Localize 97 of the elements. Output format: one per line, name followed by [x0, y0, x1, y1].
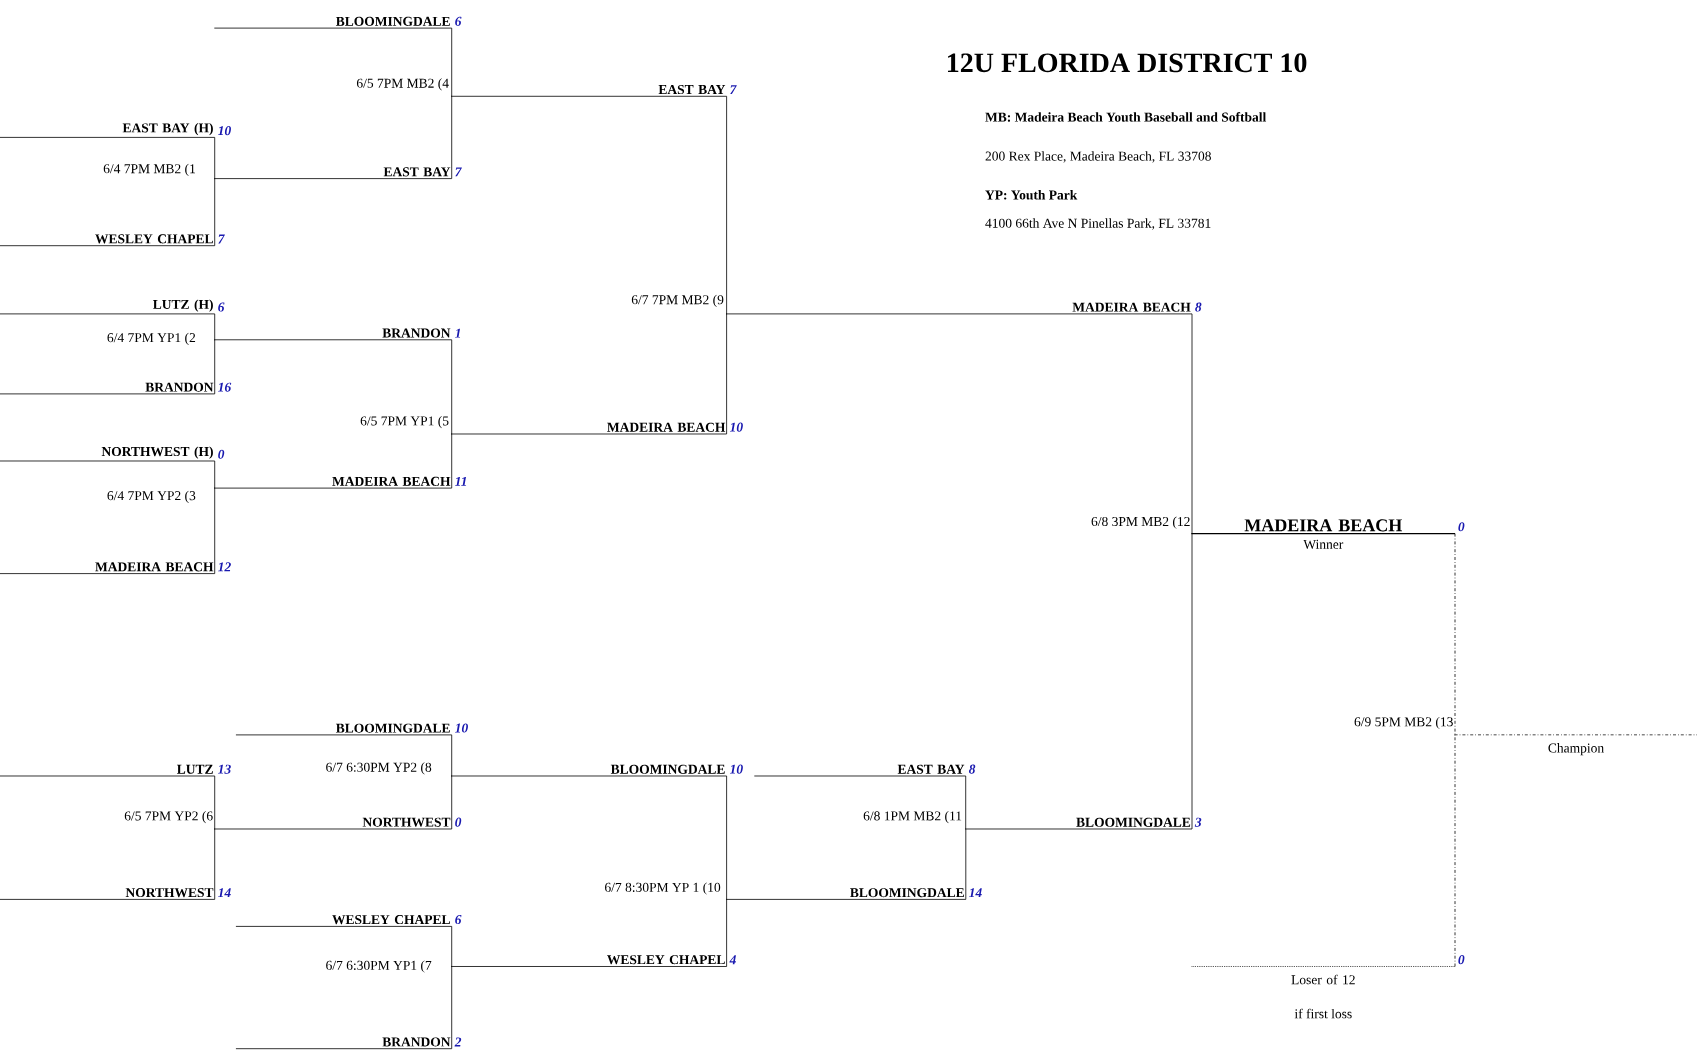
game-label: 6/7 6:30PM YP1 (7 [326, 960, 432, 973]
score: 16 [218, 382, 232, 392]
score: 14 [969, 888, 982, 898]
score: 14 [218, 888, 231, 898]
venue-note: 200 Rex Place, Madeira Beach, FL 33708 [985, 151, 1211, 163]
score: 0 [1458, 522, 1465, 532]
bracket-slot: LUTZ [0, 764, 216, 777]
bracket-line [965, 775, 967, 830]
game-label: 6/7 7PM MB2 (9 [631, 294, 724, 307]
game-label: 6/8 3PM MB2 (12 [1091, 516, 1190, 529]
bracket-slot: BRANDON [213, 328, 453, 341]
score: 3 [1194, 817, 1202, 827]
bracket-line [450, 433, 453, 489]
bracket-line [450, 95, 453, 179]
bracket-slot: MADEIRA BEACH [213, 476, 453, 489]
score: 10 [218, 126, 231, 136]
bracket-line [213, 137, 216, 179]
game-label: 6/5 7PM MB2 (4 [356, 78, 449, 91]
bracket-slot: LUTZ (H) [0, 299, 216, 315]
bracket-line [1191, 313, 1193, 534]
bracket-slot: BRANDON [235, 1037, 453, 1050]
bracket-line [725, 899, 727, 967]
score: 6 [455, 915, 462, 925]
bracket-line [213, 828, 216, 900]
bracket-slot: NORTHWEST [213, 817, 453, 830]
bracket-line [450, 966, 453, 1050]
bracket-slot: NORTHWEST (H) [0, 446, 216, 462]
bracket-slot: MADEIRA BEACH [450, 422, 727, 435]
score: 10 [729, 764, 743, 774]
venue-note: MB: Madeira Beach Youth Baseball and Softball [985, 112, 1267, 122]
score: 7 [218, 234, 225, 244]
game-label: 6/4 7PM YP2 (3 [107, 490, 196, 503]
game-label: 6/5 7PM YP1 (5 [360, 416, 449, 429]
bracket-slot: WESLEY CHAPEL [450, 955, 727, 967]
score: 2 [454, 1037, 462, 1047]
bracket-line [450, 27, 453, 97]
bracket-slot: NORTHWEST [0, 888, 216, 900]
bracket-line [213, 487, 216, 574]
score: 0 [218, 449, 225, 459]
bracket-line [213, 313, 216, 341]
score: 8 [968, 764, 976, 774]
bracket-line [725, 95, 727, 315]
bracket-slot: BLOOMINGDALE [725, 888, 967, 900]
score: 11 [455, 476, 467, 486]
bracket-slot: BLOOMINGDALE [965, 817, 1193, 830]
bracket-line [213, 178, 216, 247]
bracket-slot: BLOOMINGDALE [213, 16, 453, 29]
score: 0 [455, 817, 462, 827]
score: 10 [729, 422, 743, 432]
bracket-line [1191, 533, 1193, 830]
score: 12 [218, 562, 231, 572]
bracket-line [213, 775, 216, 830]
game-label: 6/4 7PM YP1 (2 [107, 332, 196, 345]
bracket-line [965, 828, 967, 900]
score: 13 [218, 764, 231, 774]
bracket-line [450, 734, 453, 777]
bracket-slot: BLOOMINGDALE [450, 764, 727, 777]
bracket-slot: WESLEY CHAPEL [0, 234, 216, 247]
venue-note: 4100 66th Ave N Pinellas Park, FL 33781 [985, 218, 1211, 230]
bracket-line [213, 339, 216, 395]
score: 6 [218, 302, 225, 312]
bracket-slot: EAST BAY [753, 764, 967, 777]
bracket-slot: BRANDON [0, 382, 216, 395]
bracket-line [450, 775, 453, 830]
bracket-slot: EAST BAY [450, 85, 727, 97]
bracket-slot: MADEIRA BEACH Winner [1190, 519, 1456, 549]
score: 7 [730, 85, 737, 94]
bracket-slot: Champion [1454, 734, 1697, 756]
bracket-slot: WESLEY CHAPEL [235, 915, 453, 927]
bracket-line [450, 339, 453, 435]
bracket-line [725, 313, 727, 435]
bracket-line [1454, 533, 1456, 736]
game-label: 6/5 7PM YP2 (6 [124, 811, 213, 824]
bracket-line [725, 775, 727, 900]
bracket-slot: EAST BAY (H) [0, 122, 216, 138]
score: 0 [1458, 955, 1465, 965]
score: 6 [455, 16, 462, 26]
game-label: 6/7 6:30PM YP2 (8 [326, 762, 432, 775]
score: 8 [1195, 302, 1202, 312]
score: 10 [455, 723, 468, 733]
bracket-slot: MADEIRA BEACH [725, 302, 1193, 315]
bracket-line [1454, 734, 1456, 967]
score: 7 [455, 167, 462, 177]
game-label: 6/9 5PM MB2 (13 [1354, 716, 1453, 730]
bracket-slot: BLOOMINGDALE [235, 723, 453, 736]
bracket-slot: Loser of 12 if first loss [1191, 966, 1456, 1019]
game-label: 6/8 1PM MB2 (11 [863, 811, 962, 824]
score: 1 [455, 328, 461, 338]
bracket-slot: MADEIRA BEACH [0, 562, 216, 574]
score: 4 [729, 955, 736, 965]
bracket-line [450, 926, 453, 967]
bracket-slot: EAST BAY [213, 167, 453, 179]
game-label: 6/7 8:30PM YP 1 (10 [605, 882, 721, 895]
game-label: 6/4 7PM MB2 (1 [103, 163, 195, 176]
venue-note: YP: Youth Park [985, 190, 1078, 200]
bracket-line [213, 460, 216, 489]
title: 12U FLORIDA DISTRICT 10 [948, 53, 1307, 73]
